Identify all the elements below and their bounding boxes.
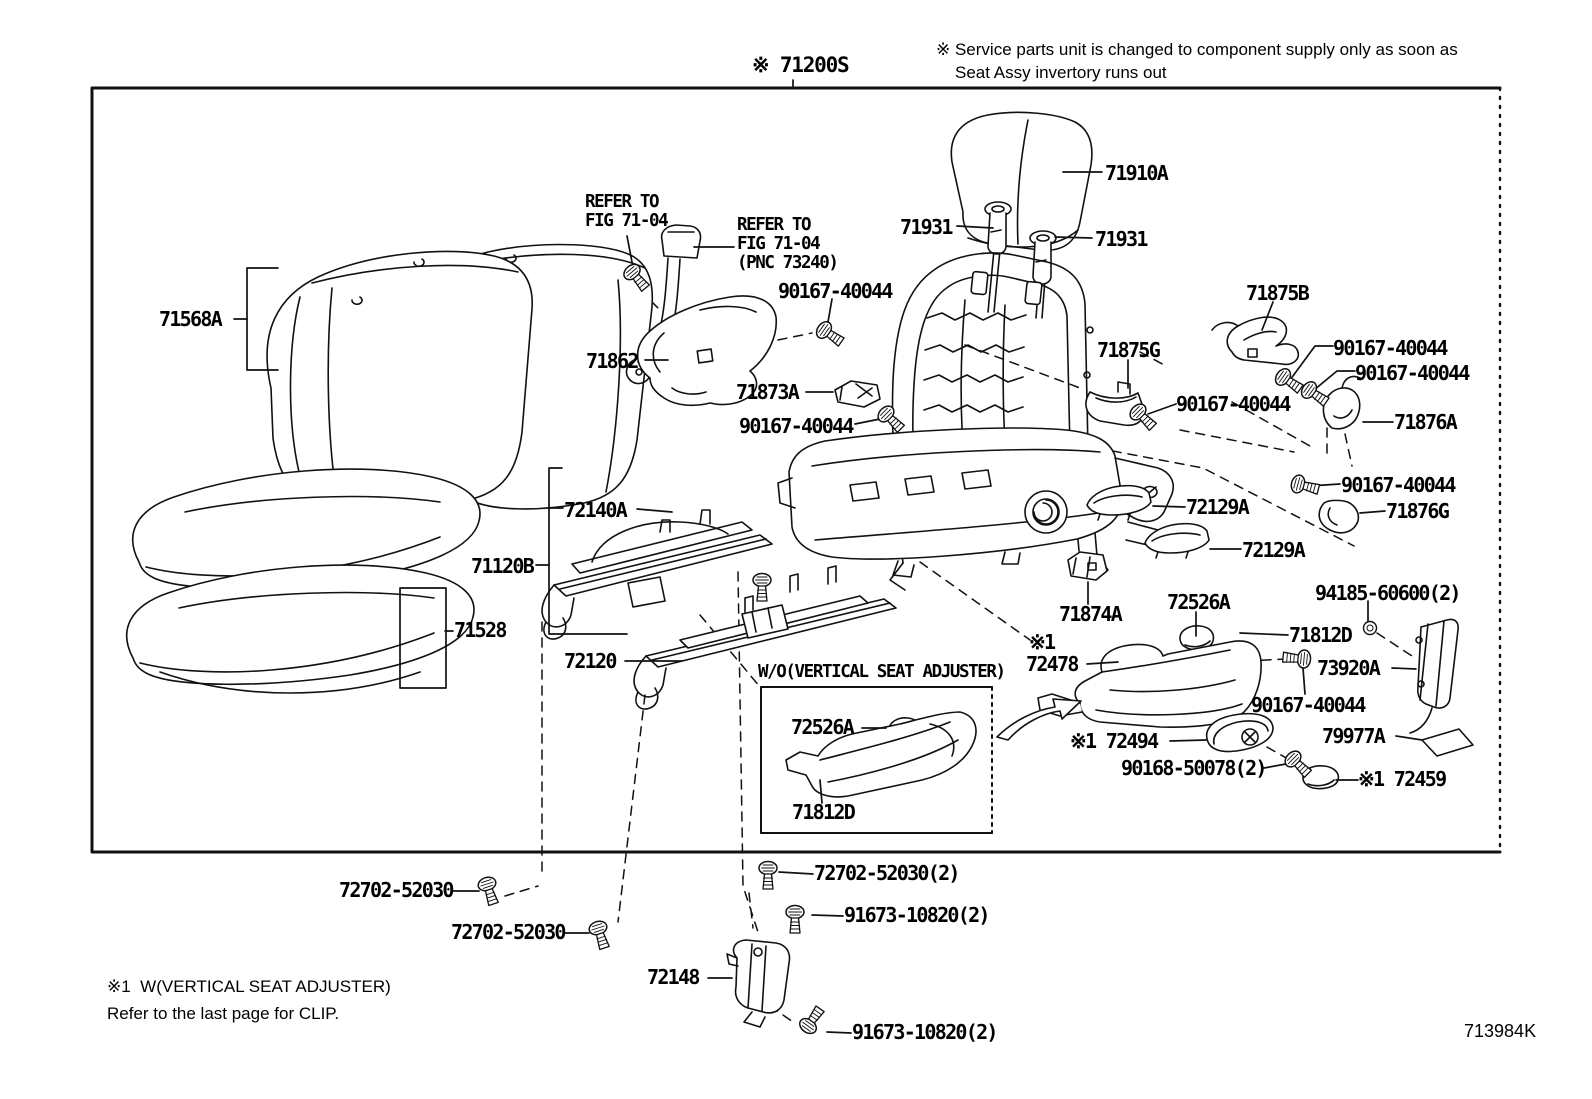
part-label-72140A: 72140A (564, 498, 628, 522)
right-side-parts-drawing (1037, 316, 1474, 790)
part-label-90167-40044-c: 90167-40044 (1355, 361, 1470, 385)
part-label-72129A-upper: 72129A (1186, 495, 1250, 519)
rail-72120-drawing (633, 565, 897, 710)
part-label-90167-40044-a: 90167-40044 (778, 279, 893, 303)
part-label-90167-40044-f: 90167-40044 (1341, 473, 1456, 497)
part-label-71812D-inset: 71812D (792, 800, 856, 824)
part-label-72702-52030-c: 72702-52030(2) (814, 861, 960, 885)
part-label-71120B: 71120B (471, 554, 535, 578)
rail-72140-drawing (541, 509, 773, 640)
assembly-code-label: ※ 71200S (752, 53, 850, 77)
part-label-71528: 71528 (454, 618, 507, 642)
part-label-90167-40044-b: 90167-40044 (1333, 336, 1448, 360)
part-label-72148: 72148 (647, 965, 700, 989)
main-border (90, 86, 1502, 854)
part-label-79977A: 79977A (1322, 724, 1386, 748)
bracket-71528-box (399, 587, 447, 689)
part-label-71876A: 71876A (1394, 410, 1458, 434)
bracket-72148-drawing (726, 939, 791, 1028)
bracket-71873-drawing (834, 380, 881, 408)
cushion-frame-drawing (777, 427, 1174, 578)
part-label-72478: 72478 (1026, 652, 1079, 676)
part-label-73920A: 73920A (1317, 656, 1381, 680)
part-label-72129A-lower: 72129A (1242, 538, 1306, 562)
part-label-90167-40044-g: 90167-40044 (1251, 693, 1366, 717)
part-label-71931-left: 71931 (900, 215, 953, 239)
wo-inset-box (760, 686, 993, 834)
seat-cushion-drawing (125, 468, 481, 694)
leader-lines (233, 79, 1423, 1034)
part-label-71568A: 71568A (159, 307, 223, 331)
part-label-71910A: 71910A (1105, 161, 1169, 185)
part-label-72526A-inset: 72526A (791, 715, 855, 739)
part-label-72526A-right: 72526A (1167, 590, 1231, 614)
dashed-lines (504, 289, 1413, 1025)
part-label-71931-right: 71931 (1095, 227, 1148, 251)
part-label-72702-52030-a: 72702-52030 (339, 878, 454, 902)
part-label-71874A: 71874A (1059, 602, 1123, 626)
part-label-72120: 72120 (564, 649, 617, 673)
part-label-91673-10820-b: 91673-10820(2) (852, 1020, 998, 1044)
part-label-72494: ※1 72494 (1070, 729, 1159, 753)
figure-code: 713984K (1464, 1021, 1537, 1041)
part-label-72702-52030-b: 72702-52030 (451, 920, 566, 944)
part-label-71876G: 71876G (1386, 499, 1450, 523)
service-note-line2: Seat Assy invertory runs out (955, 63, 1167, 82)
part-label-ref1-mark: ※1 (1029, 630, 1056, 654)
service-note-line1: ※ Service parts unit is changed to compo… (936, 40, 1458, 59)
part-label-91673-10820-a: 91673-10820(2) (844, 903, 990, 927)
part-label-72459: ※1 72459 (1358, 767, 1447, 791)
refer-note-pnc73240: REFER TO FIG 71-04 (PNC 73240) (737, 215, 839, 273)
part-label-90167-40044-d: 90167-40044 (1176, 392, 1291, 416)
part-label-90168-50078: 90168-50078(2) (1121, 756, 1267, 780)
part-label-71875B: 71875B (1246, 281, 1310, 305)
part-label-71875G: 71875G (1097, 338, 1161, 362)
part-label-71812D-right: 71812D (1289, 623, 1353, 647)
bracket-lines (246, 267, 628, 689)
shield-71862-drawing (636, 295, 778, 407)
footnote-line2: Refer to the last page for CLIP. (107, 1004, 340, 1023)
inset-title: W/O(VERTICAL SEAT ADJUSTER) (758, 662, 1006, 682)
refer-note-fig71-04: REFER TO FIG 71-04 (585, 192, 669, 231)
headrest-drawing (950, 111, 1093, 319)
part-label-71873A: 71873A (736, 380, 800, 404)
part-label-94185-60600: 94185-60600(2) (1315, 581, 1461, 605)
part-label-90167-40044-e: 90167-40044 (739, 414, 854, 438)
inset-parts-drawing (785, 711, 977, 798)
footnote-line1: ※1 W(VERTICAL SEAT ADJUSTER) (107, 977, 391, 996)
direction-arrow (996, 698, 1082, 741)
part-label-71862: 71862 (586, 349, 639, 373)
